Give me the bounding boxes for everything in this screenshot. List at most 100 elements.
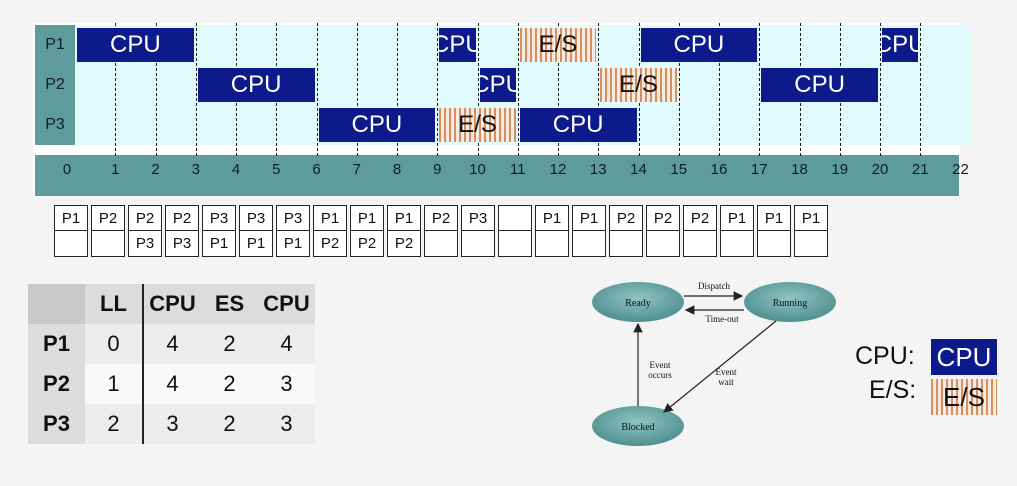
tick-label: 12 [549,161,567,178]
time-gridline [880,23,881,156]
tick-label: 17 [750,161,768,178]
table-header-cell: ES [201,284,258,324]
table-header-cell: LL [85,284,143,324]
table-cell: 1 [85,364,143,404]
queue-column: P3 [461,205,495,257]
dispatch-label: Dispatch [698,281,730,291]
cpu-burst: CPU [640,28,758,62]
queue-cell: P1 [387,205,421,231]
queue-cell: P1 [720,205,754,231]
event-wait-arrow [663,320,777,413]
tick-label: 18 [791,161,808,178]
tick-label: 16 [710,161,728,178]
queue-cell: P1 [54,205,88,231]
legend-es-label: E/S: [869,376,917,404]
time-gridline [598,23,600,156]
time-gridline [920,23,922,156]
time-gridline [759,23,761,156]
queue-cell [54,231,88,257]
tick-label: 15 [670,161,688,178]
queue-cell: P2 [128,205,162,231]
time-gridline [517,23,519,156]
legend-es-box: E/S [931,379,997,415]
process-state-diagram: Ready Running Blocked Dispatch Time-out … [592,281,836,446]
tick-label: 11 [509,161,526,178]
queue-cell: P1 [350,205,384,231]
queue-cell: P1 [276,231,310,257]
queue-cell: P1 [757,205,791,231]
time-axis [35,155,959,196]
table-header-cell: CPU [258,284,315,324]
table-cell: 0 [85,324,143,364]
table-header-cell [28,284,85,324]
process-name-cell: P1 [28,324,85,364]
tick-label: 21 [911,161,929,178]
event-occurs-label-1: Event [650,360,671,370]
queue-cell: P2 [165,205,199,231]
time-gridline [678,23,680,156]
cpu-burst: CPU [77,28,194,62]
tick-label: 7 [352,161,361,178]
queue-cell [757,231,791,257]
es-burst: E/S [519,28,597,62]
blocked-node [592,406,684,446]
table-cell: 2 [201,404,258,444]
cpu-burst: CPU [479,68,516,102]
queue-cell: P1 [202,231,236,257]
queue-cell: P1 [572,205,606,231]
es-burst: E/S [439,108,516,142]
queue-cell [498,231,532,257]
tick-label: 2 [151,161,160,178]
tick-label: 19 [831,161,849,178]
ready-label: Ready [625,298,651,309]
tick-label: 8 [392,161,402,178]
queue-cell: P2 [387,231,421,257]
queue-cell: P3 [239,205,273,231]
queue-column: P2 [683,205,717,257]
table-cell: 4 [142,364,201,404]
ready-node [592,282,684,322]
time-gridline [719,23,720,156]
queue-cell: P2 [683,205,717,231]
es-burst: E/S [600,68,677,102]
queue-column: P2 [424,205,458,257]
tick-label: 1 [111,161,120,178]
time-gridline [115,23,117,156]
cpu-burst: CPU [519,108,637,142]
queue-cell [535,231,569,257]
time-gridline [397,23,398,156]
timeout-label: Time-out [705,314,739,324]
queue-column: P2 [609,205,643,257]
event-occurs-label-2: occurs [648,370,672,380]
queue-cell: P3 [128,231,162,257]
queue-cell: P2 [609,205,643,231]
queue-cell: P3 [276,205,310,231]
tick-label: 6 [312,161,321,178]
tick-label: 4 [231,161,241,178]
time-gridline [356,23,358,156]
tick-label: 5 [272,161,281,178]
queue-cell: P2 [91,205,125,231]
legend-cpu-label: CPU: [855,342,915,370]
table-header-cell: CPU [142,284,201,324]
queue-column: P2 [646,205,680,257]
blocked-label: Blocked [621,422,654,433]
queue-column: P1 [757,205,791,257]
tick-label: 3 [191,161,200,178]
queue-cell [498,205,532,231]
time-gridline [558,23,559,156]
tick-label: 22 [952,161,969,178]
queue-cell [646,231,680,257]
queue-cell: P2 [646,205,680,231]
process-name-cell: P2 [28,364,85,404]
process-name-cell: P3 [28,404,85,444]
queue-cell [609,231,643,257]
